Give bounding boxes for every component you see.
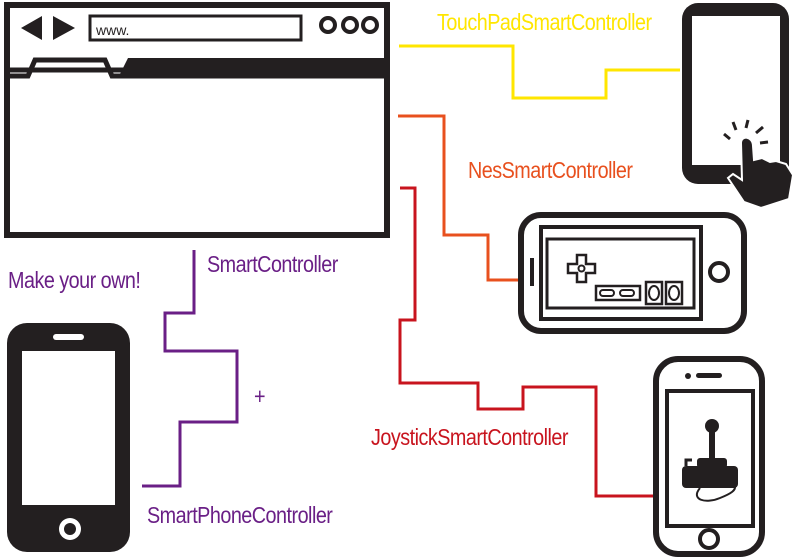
nes-connector bbox=[398, 114, 524, 282]
smartphone bbox=[7, 323, 130, 552]
make-your-own-label: Make your own! bbox=[8, 267, 141, 293]
plus-sign: + bbox=[254, 383, 266, 409]
nes-phone bbox=[518, 212, 747, 334]
touch-hand-icon bbox=[723, 119, 795, 210]
nes-controller-label: NesSmartController bbox=[468, 157, 633, 183]
joystick-icon bbox=[682, 419, 738, 502]
smartcontroller-connector bbox=[142, 250, 239, 488]
touchpad-connector bbox=[399, 44, 680, 100]
touchpad-controller-label: TouchPadSmartController bbox=[437, 9, 652, 35]
back-arrow-icon[interactable] bbox=[21, 16, 42, 40]
joystick-phone bbox=[653, 356, 765, 557]
address-bar-text: www. bbox=[96, 22, 130, 38]
menu-dots-icon[interactable] bbox=[319, 16, 379, 34]
joystick-connector bbox=[398, 186, 655, 498]
smartcontroller-label: SmartController bbox=[207, 251, 338, 277]
forward-arrow-icon[interactable] bbox=[53, 16, 75, 40]
nes-gamepad-icon bbox=[545, 237, 696, 310]
address-bar[interactable] bbox=[88, 14, 303, 42]
touchpad-phone bbox=[682, 3, 795, 210]
browser-window bbox=[4, 2, 390, 238]
smartphone-controller-label: SmartPhoneController bbox=[147, 502, 333, 528]
joystick-controller-label: JoystickSmartController bbox=[371, 424, 568, 450]
